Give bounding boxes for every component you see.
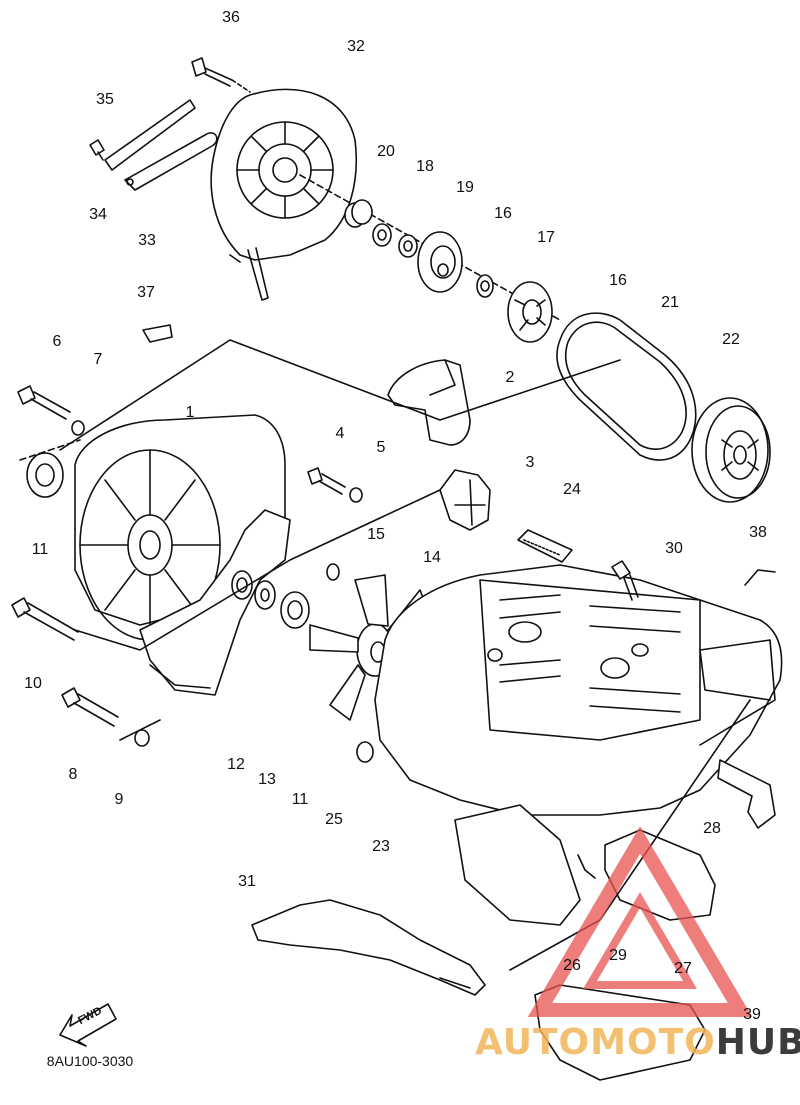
callout-11c: 11 — [291, 791, 309, 808]
pulley-half-part-16b — [507, 281, 553, 343]
clip-part-37 — [142, 324, 173, 343]
bracket-parts-33-34 — [104, 99, 218, 191]
triangle-logo — [527, 826, 753, 1017]
pulley-half-part-16a — [417, 231, 463, 293]
callout-38: 38 — [749, 524, 767, 541]
bolt-part-4 — [307, 467, 346, 495]
callout-30: 30 — [665, 540, 683, 557]
callout-31: 31 — [238, 873, 256, 890]
callout-5: 5 — [376, 439, 386, 456]
watermark-part-2: MOTO — [590, 1022, 716, 1063]
part-25 — [356, 741, 374, 763]
callout-24: 24 — [563, 481, 581, 498]
callout-35: 35 — [96, 91, 114, 108]
callout-6: 6 — [52, 333, 62, 350]
bolt-part-30 — [611, 560, 639, 601]
callout-18: 18 — [416, 158, 434, 175]
callout-14: 14 — [423, 549, 441, 566]
bracket-part-28 — [717, 759, 776, 829]
callout-10: 10 — [24, 675, 42, 692]
clip-part-29 — [577, 854, 596, 879]
fan-shroud-part-32 — [210, 88, 358, 301]
callout-21: 21 — [661, 294, 679, 311]
bolt-part-10 — [11, 597, 79, 641]
clip-part-38 — [744, 569, 776, 586]
bearing-part-11c — [280, 591, 310, 629]
bolt-part-6 — [17, 385, 71, 420]
callout-19: 19 — [456, 179, 474, 196]
callout-33: 33 — [138, 232, 156, 249]
callout-27: 27 — [674, 960, 692, 977]
callout-37: 37 — [137, 284, 155, 301]
washer-part-13 — [254, 580, 276, 610]
label-part-24 — [517, 529, 573, 563]
fwd-arrow-icon — [59, 1003, 117, 1047]
callout-1: 1 — [185, 404, 195, 421]
diagram-code: 8AU100-3030 — [46, 1053, 134, 1069]
callout-23: 23 — [372, 838, 390, 855]
watermark: AUTOMOTOHUB — [475, 1025, 800, 1061]
watermark-part-3: HUB — [715, 1022, 800, 1063]
washer-part-18 — [372, 223, 392, 247]
washer-part-9 — [134, 729, 150, 747]
callout-26: 26 — [563, 957, 581, 974]
callout-28: 28 — [703, 820, 721, 837]
skid-plate-part-31 — [251, 899, 486, 996]
drive-belt-part-21 — [556, 312, 697, 461]
duct-part-26 — [454, 804, 581, 926]
washer-part-19 — [398, 234, 418, 258]
callout-13: 13 — [258, 771, 276, 788]
part-15 — [326, 563, 340, 581]
callout-22: 22 — [722, 331, 740, 348]
callout-4: 4 — [335, 425, 345, 442]
bolt-part-8 — [61, 687, 119, 727]
air-duct-part-2 — [387, 359, 471, 446]
callout-29: 29 — [609, 947, 627, 964]
callout-39: 39 — [743, 1006, 761, 1023]
callout-7: 7 — [93, 351, 103, 368]
callout-17: 17 — [537, 229, 555, 246]
callout-16b: 16 — [609, 272, 627, 289]
pulley-part-22 — [691, 397, 771, 503]
callout-8: 8 — [68, 766, 78, 783]
washer-part-17 — [476, 274, 494, 298]
washer-part-5 — [349, 487, 363, 503]
bearing-part-11a — [26, 452, 64, 498]
bracket-part-3 — [439, 469, 491, 531]
callout-2: 2 — [505, 369, 515, 386]
engine-cover-part-23 — [374, 564, 783, 816]
callout-3: 3 — [525, 454, 535, 471]
bolt-part-35 — [89, 139, 105, 161]
callout-32: 32 — [347, 38, 365, 55]
callout-36: 36 — [222, 9, 240, 26]
callout-15: 15 — [367, 526, 385, 543]
bolt-part-36 — [191, 57, 251, 93]
watermark-part-1: AUTO — [475, 1022, 591, 1063]
spacer-part-20 — [344, 199, 373, 228]
callout-20: 20 — [377, 143, 395, 160]
callout-9: 9 — [114, 791, 124, 808]
callout-12: 12 — [227, 756, 245, 773]
callout-34: 34 — [89, 206, 107, 223]
washer-part-7 — [71, 420, 85, 436]
callout-11a: 11 — [31, 541, 49, 558]
callout-16a: 16 — [494, 205, 512, 222]
callout-25: 25 — [325, 811, 343, 828]
